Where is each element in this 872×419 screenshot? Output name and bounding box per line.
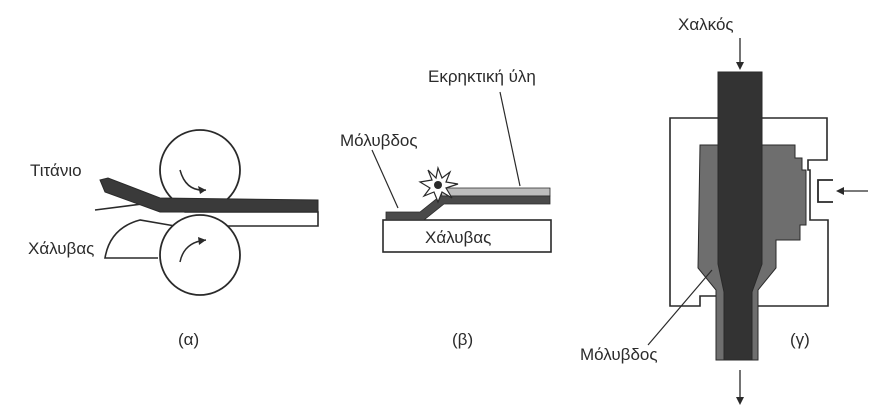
label-copper: Χαλκός — [678, 15, 734, 34]
leader-lead-c — [647, 269, 713, 346]
lead-plate — [385, 195, 551, 221]
leader-explosive — [499, 91, 521, 187]
copper-core — [717, 71, 763, 361]
titanium-strip — [99, 177, 319, 213]
caption-c: (γ) — [790, 330, 810, 349]
caption-b: (β) — [452, 330, 473, 349]
label-titanium: Τιτάνιο — [30, 161, 82, 180]
output-arrow-icon — [736, 397, 744, 405]
detonation-burst-icon — [418, 165, 459, 204]
ram-bracket — [817, 179, 833, 203]
leader-lead — [371, 149, 399, 209]
pressure-arrow-icon — [836, 187, 844, 195]
label-lead: Μόλυβδος — [340, 131, 418, 150]
panel-coextrusion: Χαλκός Μόλυβδος (γ) — [580, 15, 868, 405]
caption-a: (α) — [178, 330, 199, 349]
lower-roll — [159, 214, 241, 296]
steel-base — [382, 219, 552, 253]
explosive-layer — [439, 187, 551, 197]
label-explosive: Εκρηκτική ύλη — [428, 67, 536, 86]
panel-explosive-bonding: Εκρηκτική ύλη Μόλυβδος Χάλυβας (β) — [340, 67, 552, 349]
label-steel: Χάλυβας — [28, 239, 94, 258]
label-steel-base: Χάλυβας — [425, 228, 491, 247]
panel-roll-bonding: Τιτάνιο Χάλυβας (α) — [28, 129, 319, 349]
label-lead-c: Μόλυβδος — [580, 345, 658, 364]
feed-arrow-icon — [736, 62, 744, 70]
